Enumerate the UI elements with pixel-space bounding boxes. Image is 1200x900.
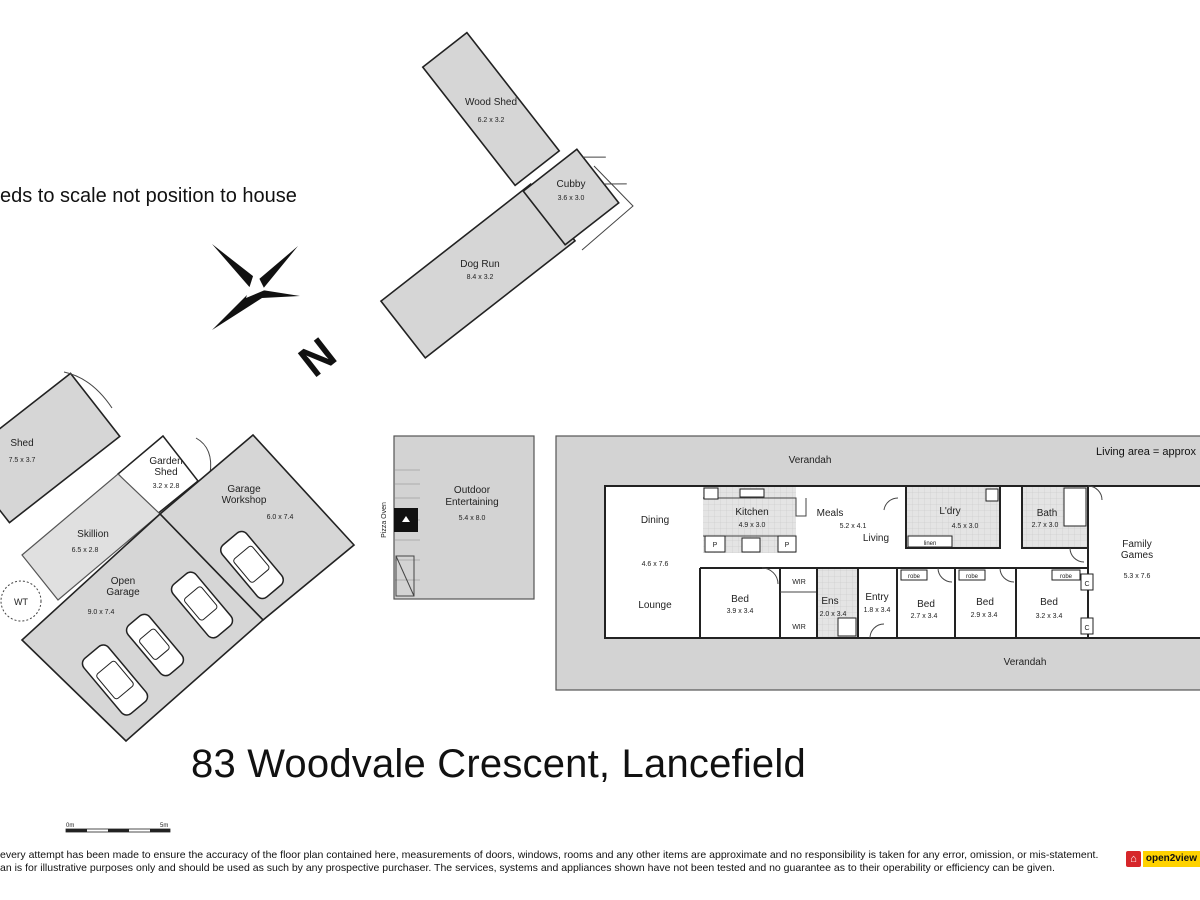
kitchen-dims: 4.9 x 3.0 [739,522,766,529]
ensuite-label: Ens [821,596,838,607]
house-icon: ⌂ [1126,851,1141,867]
outdoor-entertaining: Outdoor Entertaining 5.4 x 8.0 Pizza Ove… [381,435,535,600]
scale-start-label: 0m [66,823,74,829]
laundry-label: L'dry [939,506,960,517]
shed-dims: 7.5 x 3.7 [9,457,36,464]
entry-label: Entry [865,592,888,603]
wood-shed: Wood Shed 6.2 x 3.2 [421,31,561,187]
compass: N [212,244,345,387]
cupboard-label: C [1084,581,1089,588]
open-garage-label-2: Garage [106,587,140,598]
ensuite-dims: 2.0 x 3.4 [820,611,847,618]
outdoor-entertaining-dims: 5.4 x 8.0 [459,515,486,522]
pantry-label: P [785,542,790,549]
shed-label: Shed [10,438,33,449]
disclaimer-line-1: every attempt has been made to ensure th… [0,849,1099,861]
disclaimer-line-2: an is for illustrative purposes only and… [0,862,1055,874]
dog-run-dims: 8.4 x 3.2 [467,274,494,281]
open-garage-label: Open [111,576,135,587]
open2view-logo: ⌂ open2view [1126,851,1200,867]
entry-dims: 1.8 x 3.4 [864,607,891,614]
dining-label: Dining [641,515,669,526]
pizza-oven-label: Pizza Oven [381,502,388,538]
water-tank-label: WT [14,597,28,607]
robe-label: robe [908,574,921,580]
robe-label: robe [966,574,979,580]
kitchen-label: Kitchen [735,507,768,518]
bed4-dims: 3.2 x 3.4 [1036,613,1063,620]
garage-workshop-dims: 6.0 x 7.4 [267,514,294,521]
bed4-label: Bed [1040,597,1058,608]
bed3-label: Bed [976,597,994,608]
water-tank: WT [0,580,42,622]
cupboard-label: C [1084,625,1089,632]
bath-label: Bath [1037,508,1058,519]
garden-shed-label: Garden [149,456,182,467]
meals-dims: 5.2 x 4.1 [840,523,867,530]
car-icon [170,571,234,639]
linen-label: linen [924,541,937,547]
living-area-label: Living area = approx [1096,446,1196,458]
skillion-label: Skillion [77,529,109,540]
cubby: Cubby 3.6 x 3.0 [522,148,627,246]
bed1-label: Bed [731,594,749,605]
outdoor-entertaining-label: Outdoor [454,485,491,496]
scale-bar: 0m 5m [65,823,171,833]
wir1-label: WIR [792,579,806,586]
scale-end-label: 5m [160,823,168,829]
family-games-dims: 5.3 x 7.6 [1124,573,1151,580]
car-icon [81,644,149,716]
logo-text: open2view [1142,851,1200,867]
robe-label: robe [1060,574,1073,580]
verandah-bottom-label: Verandah [1004,657,1047,668]
lounge-dims: 4.6 x 7.6 [642,561,669,568]
cubby-dims: 3.6 x 3.0 [558,195,585,202]
living-label: Living [863,533,889,544]
pantry-label: P [713,542,718,549]
laundry-dims: 4.5 x 3.0 [952,523,979,530]
cubby-label: Cubby [557,179,586,190]
meals-label: Meals [817,508,844,519]
garage-workshop-label: Garage [227,484,261,495]
property-address: 83 Woodvale Crescent, Lancefield [191,742,806,786]
family-games-label: Family [1122,539,1151,550]
bed3-dims: 2.9 x 3.4 [971,612,998,619]
car-icon [220,530,284,600]
scale-note: eds to scale not position to house [0,185,297,207]
garden-shed-dims: 3.2 x 2.8 [153,483,180,490]
wood-shed-label: Wood Shed [465,97,517,108]
wir2-label: WIR [792,624,806,631]
family-games-label-2: Games [1121,550,1153,561]
bed2-label: Bed [917,599,935,610]
verandah-top-label: Verandah [789,455,832,466]
dog-run-label: Dog Run [460,259,499,270]
shed: Shed 7.5 x 3.7 [0,372,121,524]
bath-dims: 2.7 x 3.0 [1032,522,1059,529]
bed2-dims: 2.7 x 3.4 [911,613,938,620]
outdoor-entertaining-label-2: Entertaining [445,497,498,508]
compass-north-label: N [290,329,345,387]
garden-shed-label-2: Shed [154,467,177,478]
garage-workshop-label-2: Workshop [222,495,267,506]
bed1-dims: 3.9 x 3.4 [727,608,754,615]
house: Verandah Verandah [555,435,1200,691]
car-icon [125,613,185,677]
wood-shed-dims: 6.2 x 3.2 [478,117,505,124]
open-garage-dims: 9.0 x 7.4 [88,609,115,616]
skillion-dims: 6.5 x 2.8 [72,547,99,554]
lounge-label: Lounge [638,600,672,611]
